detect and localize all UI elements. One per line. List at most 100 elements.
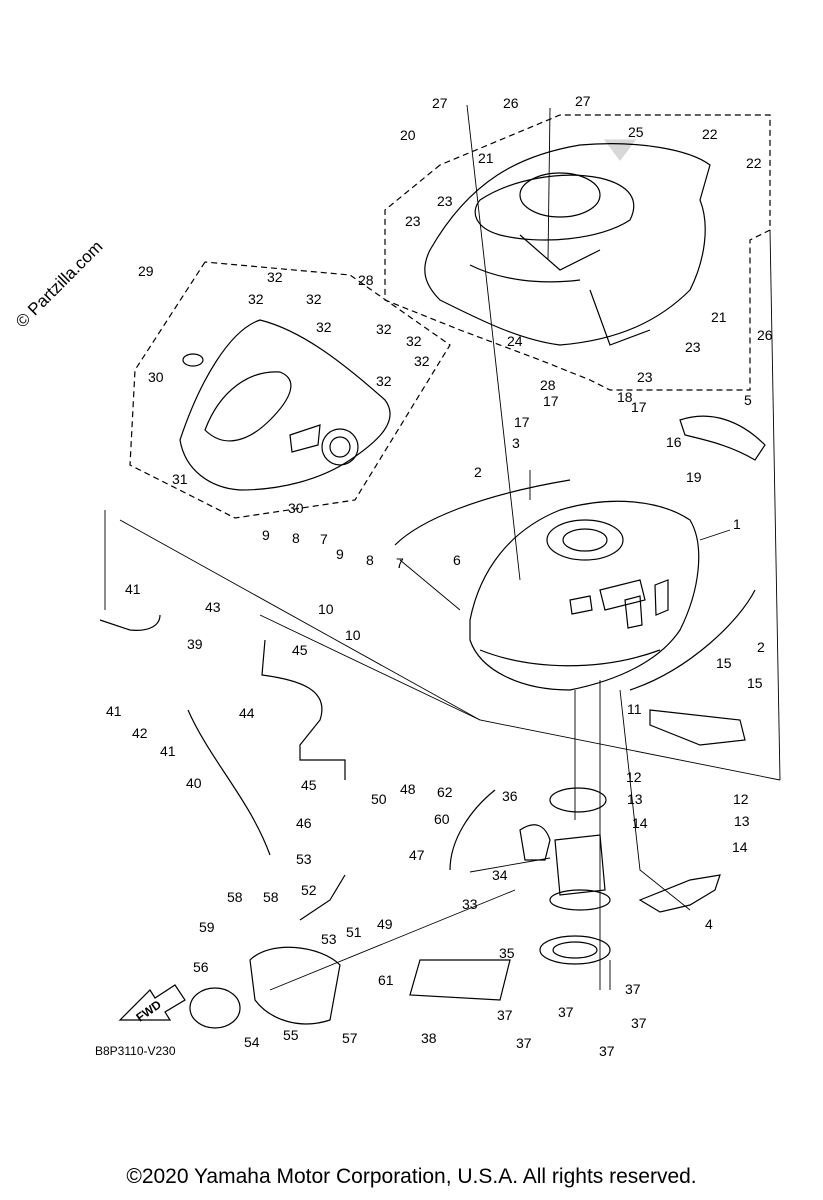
callout-11: 11 [627,701,642,717]
callout-32: 32 [376,321,392,337]
callout-13: 13 [734,813,750,829]
callout-8: 8 [366,552,374,568]
callout-1: 1 [733,516,741,532]
callout-32: 32 [316,319,332,335]
callout-55: 55 [283,1027,299,1043]
callout-35: 35 [499,945,515,961]
callout-37: 37 [558,1004,574,1020]
callout-59: 59 [199,919,215,935]
fuel-pump-assembly [519,787,611,965]
bracket-lower [649,709,746,746]
callout-40: 40 [186,775,202,791]
callout-41: 41 [106,703,122,719]
side-cover-group-outline [129,261,451,519]
callout-38: 38 [421,1030,437,1046]
callout-47: 47 [409,847,425,863]
callout-32: 32 [248,291,264,307]
seal-strip-upper [394,479,571,546]
callout-56: 56 [193,959,209,975]
callout-31: 31 [172,471,188,487]
hose-44 [261,639,346,780]
tank-top-cover [424,139,711,346]
callout-62: 62 [437,784,453,800]
callout-7: 7 [396,555,404,571]
callout-24: 24 [507,333,523,349]
callout-20: 20 [400,127,416,143]
callout-37: 37 [631,1015,647,1031]
hose-40 [187,709,271,856]
callout-37: 37 [497,1007,513,1023]
callout-17: 17 [543,393,559,409]
callout-45: 45 [292,642,308,658]
hose-39 [99,614,161,631]
callout-50: 50 [371,791,387,807]
callout-2: 2 [757,639,765,655]
callout-32: 32 [306,291,322,307]
seal-strip-lower [629,589,756,691]
callout-61: 61 [378,972,394,988]
callout-17: 17 [514,414,530,430]
callout-28: 28 [358,272,374,288]
callout-57: 57 [342,1030,358,1046]
callout-41: 41 [125,581,141,597]
callout-9: 9 [336,546,344,562]
callout-19: 19 [686,469,702,485]
callout-32: 32 [267,269,283,285]
callout-26: 26 [757,327,773,343]
callout-45: 45 [301,777,317,793]
callout-22: 22 [702,126,718,142]
callout-29: 29 [138,263,154,279]
callout-43: 43 [205,599,221,615]
callout-17: 17 [631,399,647,415]
callout-37: 37 [625,981,641,997]
callout-36: 36 [502,788,518,804]
callout-7: 7 [320,531,328,547]
callout-10: 10 [345,627,361,643]
canister-holder [249,946,341,1025]
callout-48: 48 [400,781,416,797]
breather-hose-52 [299,874,346,921]
copyright-notice: ©2020 Yamaha Motor Corporation, U.S.A. A… [126,1165,697,1188]
callout-33: 33 [462,896,478,912]
callout-18: 18 [617,389,633,405]
callout-21: 21 [478,150,494,166]
forward-arrow [118,984,186,1021]
callout-15: 15 [716,655,732,671]
callout-12: 12 [733,791,749,807]
callout-41: 41 [160,743,176,759]
canister [189,987,241,1029]
callout-54: 54 [244,1034,260,1050]
callout-23: 23 [437,193,453,209]
callout-12: 12 [626,769,642,785]
callout-labels: 27 26 27 20 25 22 22 21 23 23 28 21 26 2… [106,93,773,1059]
callout-53: 53 [296,851,312,867]
callout-23: 23 [405,213,421,229]
callout-42: 42 [132,725,148,741]
callout-27: 27 [432,95,448,111]
callout-32: 32 [414,353,430,369]
callout-5: 5 [744,392,752,408]
callout-8: 8 [292,530,300,546]
callout-32: 32 [406,333,422,349]
side-panel-right [679,415,766,461]
callout-10: 10 [318,601,334,617]
callout-21: 21 [711,309,727,325]
callout-34: 34 [492,867,508,883]
callout-22: 22 [746,155,762,171]
callout-16: 16 [666,434,682,450]
cover-group-outline [384,114,771,391]
diagram-code: B8P3110-V230 [95,1044,176,1058]
hose-60 [449,789,496,871]
callout-49: 49 [377,916,393,932]
callout-51: 51 [346,924,362,940]
callout-37: 37 [516,1035,532,1051]
fuel-tank [469,500,700,691]
callout-15: 15 [747,675,763,691]
callout-32: 32 [376,373,392,389]
callout-52: 52 [301,882,317,898]
callout-23: 23 [637,369,653,385]
callout-3: 3 [512,435,520,451]
callout-4: 4 [705,916,713,932]
canister-bracket [409,959,511,1001]
